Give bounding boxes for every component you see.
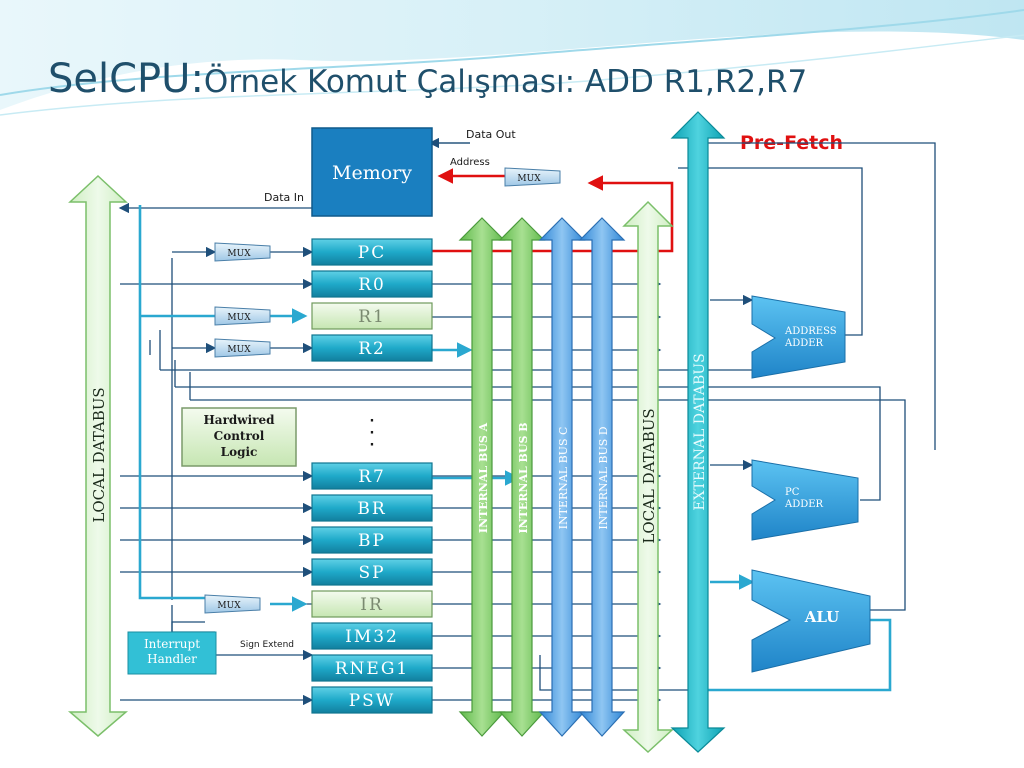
- register-im32: IM32: [311, 622, 433, 650]
- register-box: [311, 526, 433, 554]
- external-databus: [670, 111, 726, 753]
- register-label: R2: [358, 339, 386, 359]
- register-box: [311, 238, 433, 266]
- mux-r1: MUX: [214, 306, 271, 326]
- mux-shape: [214, 338, 271, 358]
- register-r0: R0: [311, 270, 433, 298]
- register-label: R1: [358, 307, 386, 327]
- register-rneg1: RNEG1: [311, 654, 433, 682]
- register-box: [311, 302, 433, 330]
- register-label: PC: [358, 243, 386, 263]
- register-ellipsis: ···: [370, 414, 375, 453]
- register-r2: R2: [311, 334, 433, 362]
- register-label: SP: [358, 563, 385, 583]
- mux-label: MUX: [517, 174, 541, 184]
- active-data-paths: [138, 205, 892, 692]
- register-box: [311, 558, 433, 586]
- mux-shape: [204, 594, 261, 614]
- register-r7: R7: [311, 462, 433, 490]
- internal-bus-a: [458, 217, 506, 737]
- internal-bus-c: [538, 217, 586, 737]
- local-databus-left: [67, 174, 129, 737]
- register-box: [311, 334, 433, 362]
- local-databus-left-label: LOCAL DATABUS: [90, 387, 108, 522]
- title-sub: Örnek Komut Çalışması: ADD R1,R2,R7: [204, 63, 807, 100]
- internal-bus-a-label: INTERNAL BUS A: [477, 422, 490, 533]
- register-label: R7: [358, 467, 386, 487]
- register-box: [311, 622, 433, 650]
- mux-address: MUX: [504, 167, 561, 187]
- register-label: RNEG1: [335, 659, 409, 679]
- register-box: [311, 462, 433, 490]
- svg-text:SelCPU:Örnek Komut Çalışması:: SelCPU:Örnek Komut Çalışması: ADD R1,R2,…: [48, 56, 807, 102]
- internal-bus-b: [498, 217, 546, 737]
- mux-ir: MUX: [204, 594, 261, 614]
- register-sp: SP: [311, 558, 433, 586]
- memory-box: [311, 127, 433, 217]
- title-main: SelCPU:: [48, 56, 204, 102]
- internal-bus-d: [578, 217, 626, 737]
- address-label: Address: [450, 157, 490, 168]
- internal-bus-c-label: INTERNAL BUS C: [557, 427, 570, 530]
- register-r1: R1: [311, 302, 433, 330]
- register-box: [311, 686, 433, 714]
- register-label: IR: [360, 595, 384, 615]
- mux-shape: [214, 242, 271, 262]
- register-label: IM32: [345, 627, 399, 647]
- internal-bus-b-label: INTERNAL BUS B: [517, 422, 530, 533]
- register-pc: PC: [311, 238, 433, 266]
- register-label: BR: [357, 499, 386, 519]
- mux-shape: [214, 306, 271, 326]
- mux-shape: [504, 167, 561, 187]
- register-label: R0: [358, 275, 386, 295]
- register-box: [311, 590, 433, 618]
- register-box: [311, 654, 433, 682]
- register-psw: PSW: [311, 686, 433, 714]
- memory-block: Memory: [311, 127, 433, 217]
- register-label: BP: [358, 531, 386, 551]
- data-in-label: Data In: [264, 191, 304, 204]
- local-databus-right-label: LOCAL DATABUS: [640, 408, 658, 543]
- register-ir: IR: [311, 590, 433, 618]
- mux-layer: MUX MUX MUX MUX MUX: [204, 167, 561, 614]
- bus-arrows: [67, 111, 726, 754]
- external-databus-label: EXTERNAL DATABUS: [692, 353, 708, 510]
- mux-label: MUX: [227, 345, 251, 355]
- sign-extend-label: Sign Extend: [240, 640, 294, 650]
- register-box: [311, 270, 433, 298]
- alu-label: ALU: [804, 608, 839, 626]
- register-box: [311, 494, 433, 522]
- internal-bus-d-label: INTERNAL BUS D: [597, 426, 610, 529]
- mux-label: MUX: [217, 601, 241, 611]
- register-bp: BP: [311, 526, 433, 554]
- mux-pc: MUX: [214, 242, 271, 262]
- alu: ALU: [751, 569, 871, 673]
- memory-label: Memory: [332, 162, 412, 184]
- data-out-label: Data Out: [466, 128, 516, 141]
- register-br: BR: [311, 494, 433, 522]
- mux-label: MUX: [227, 313, 251, 323]
- header-wave: [0, 0, 1024, 110]
- local-databus-right: [622, 200, 674, 754]
- mux-r2: MUX: [214, 338, 271, 358]
- connection-lines: [118, 137, 936, 706]
- mux-label: MUX: [227, 249, 251, 259]
- register-label: PSW: [349, 691, 396, 711]
